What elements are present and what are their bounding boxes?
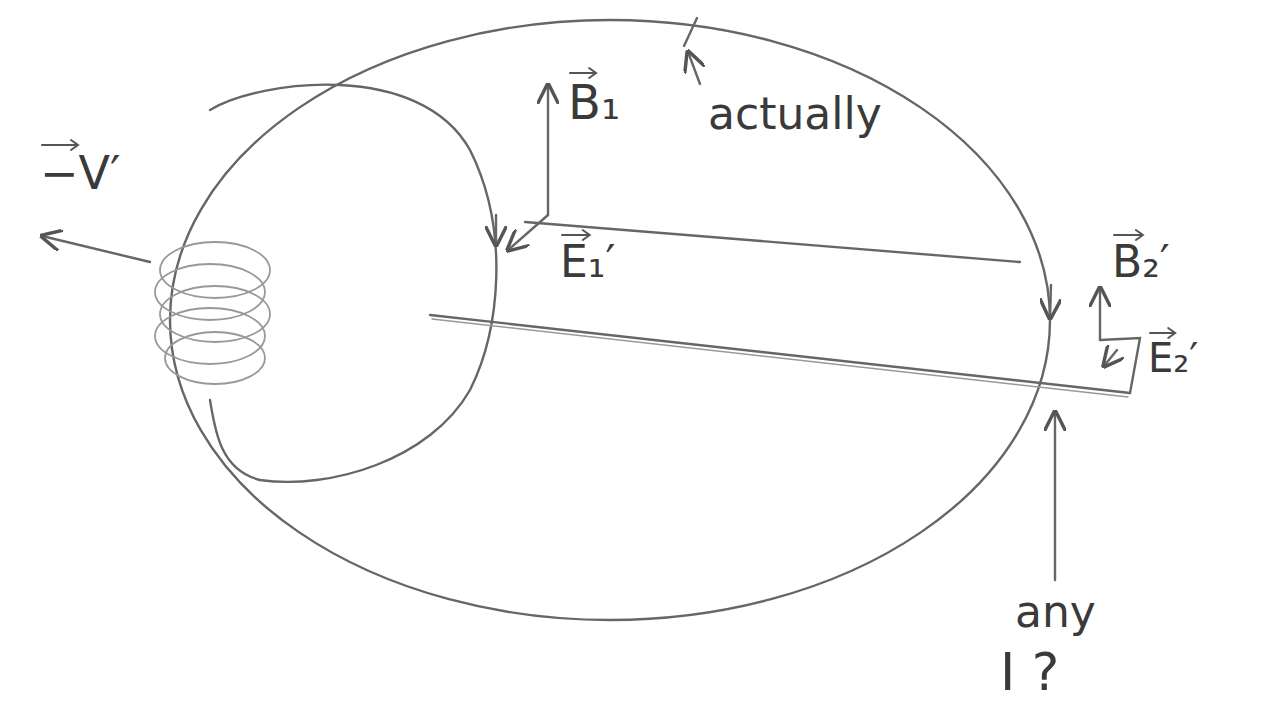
field-arrow [547,85,549,215]
current-arrow [495,215,497,245]
sketch-label: −V′ [40,150,120,196]
velocity-arrow [42,236,150,262]
leader-arrow [688,52,700,84]
leader-arrow [1054,412,1056,580]
sketch-label: B₂′ [1112,240,1170,284]
plate-line [430,315,1130,393]
prime-stroke [684,18,697,46]
vector-arrow [1114,230,1143,240]
outer-loop [170,20,1050,620]
sketch-label: E₁′ [560,240,615,284]
sketch-label: actually [708,92,882,136]
coil [155,242,270,384]
field-arrow [1104,350,1117,366]
surface-patch [1100,338,1140,393]
sketch-label: I ? [1000,646,1059,698]
vector-arrow [570,68,596,78]
plate-line [432,319,1128,397]
field-arrow [1099,288,1101,340]
vector-arrow [562,230,590,240]
field-arrow [508,215,548,250]
sketch-label: any [1015,590,1096,634]
inner-loop [210,85,496,482]
vector-arrow [42,140,78,150]
sketch-label: B₁ [568,78,620,126]
current-arrow [1050,285,1051,318]
sketch-label: E₂′ [1148,338,1198,378]
vector-arrow [1150,328,1175,338]
